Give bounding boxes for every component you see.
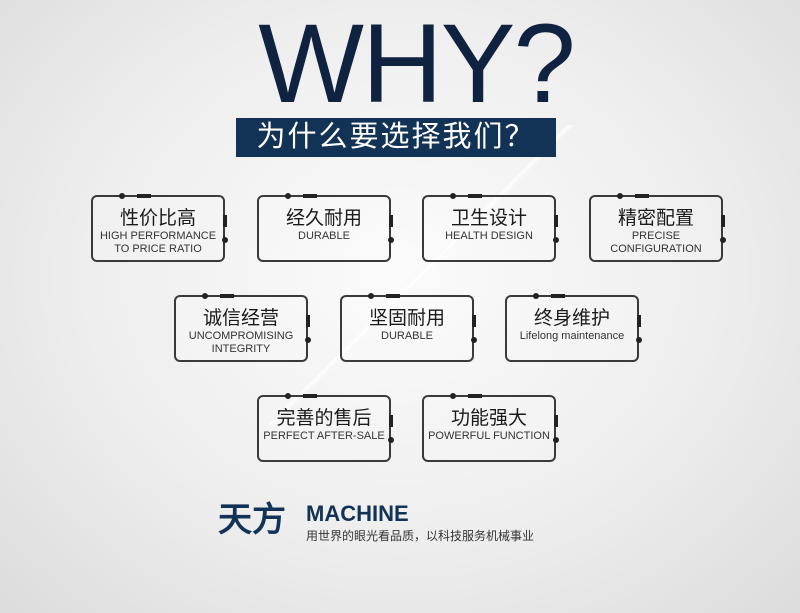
- card-decoration: [553, 237, 559, 243]
- feature-subtitle: HEALTH DESIGN: [445, 230, 533, 242]
- card-decoration: [223, 215, 227, 227]
- card-decoration: [389, 415, 393, 427]
- card-decoration: [306, 315, 310, 327]
- feature-title: 精密配置: [617, 208, 694, 229]
- feature-title: 性价比高: [119, 208, 196, 229]
- card-decoration: [554, 215, 558, 227]
- card-decoration: [472, 315, 476, 327]
- feature-subtitle: HIGH PERFORMANCE TO PRICE RATIO: [99, 230, 217, 255]
- feature-title: 卫生设计: [450, 208, 527, 229]
- feature-title: 完善的售后: [276, 408, 372, 429]
- card-decoration: [720, 237, 726, 243]
- feature-subtitle: DURABLE: [298, 230, 350, 242]
- feature-title: 坚固耐用: [368, 308, 445, 329]
- feature-subtitle: UNCOMPROMISING INTEGRITY: [188, 330, 294, 355]
- card-decoration: [471, 337, 477, 343]
- card-decoration: [389, 215, 393, 227]
- card-decoration: [222, 237, 228, 243]
- feature-subtitle: PERFECT AFTER-SALE: [263, 430, 385, 442]
- card-decoration: [388, 237, 394, 243]
- feature-subtitle: PRECISE CONFIGURATION: [610, 230, 702, 255]
- feature-title: 经久耐用: [285, 208, 362, 229]
- feature-subtitle: DURABLE: [381, 330, 433, 342]
- card-decoration: [305, 337, 311, 343]
- feature-subtitle: Lifelong maintenance: [519, 330, 625, 342]
- card-decoration: [554, 415, 558, 427]
- feature-title: 诚信经营: [202, 308, 279, 329]
- feature-title: 终身维护: [533, 308, 610, 329]
- brand-slogan: 用世界的眼光看品质，以科技服务机械事业: [306, 529, 535, 543]
- card-decoration: [637, 315, 641, 327]
- card-decoration: [721, 215, 725, 227]
- feature-subtitle: POWERFUL FUNCTION: [428, 430, 550, 442]
- feature-title: 功能强大: [450, 408, 527, 429]
- brand-logo: 天方: [218, 501, 286, 539]
- card-decoration: [553, 437, 559, 443]
- card-decoration: [388, 437, 394, 443]
- why-heading: WHY?: [258, 1, 576, 126]
- brand-machine: MACHINE: [306, 501, 409, 526]
- subtitle-banner: 为什么要选择我们？: [236, 118, 556, 157]
- background-v-decoration: [140, 125, 700, 425]
- card-decoration: [636, 337, 642, 343]
